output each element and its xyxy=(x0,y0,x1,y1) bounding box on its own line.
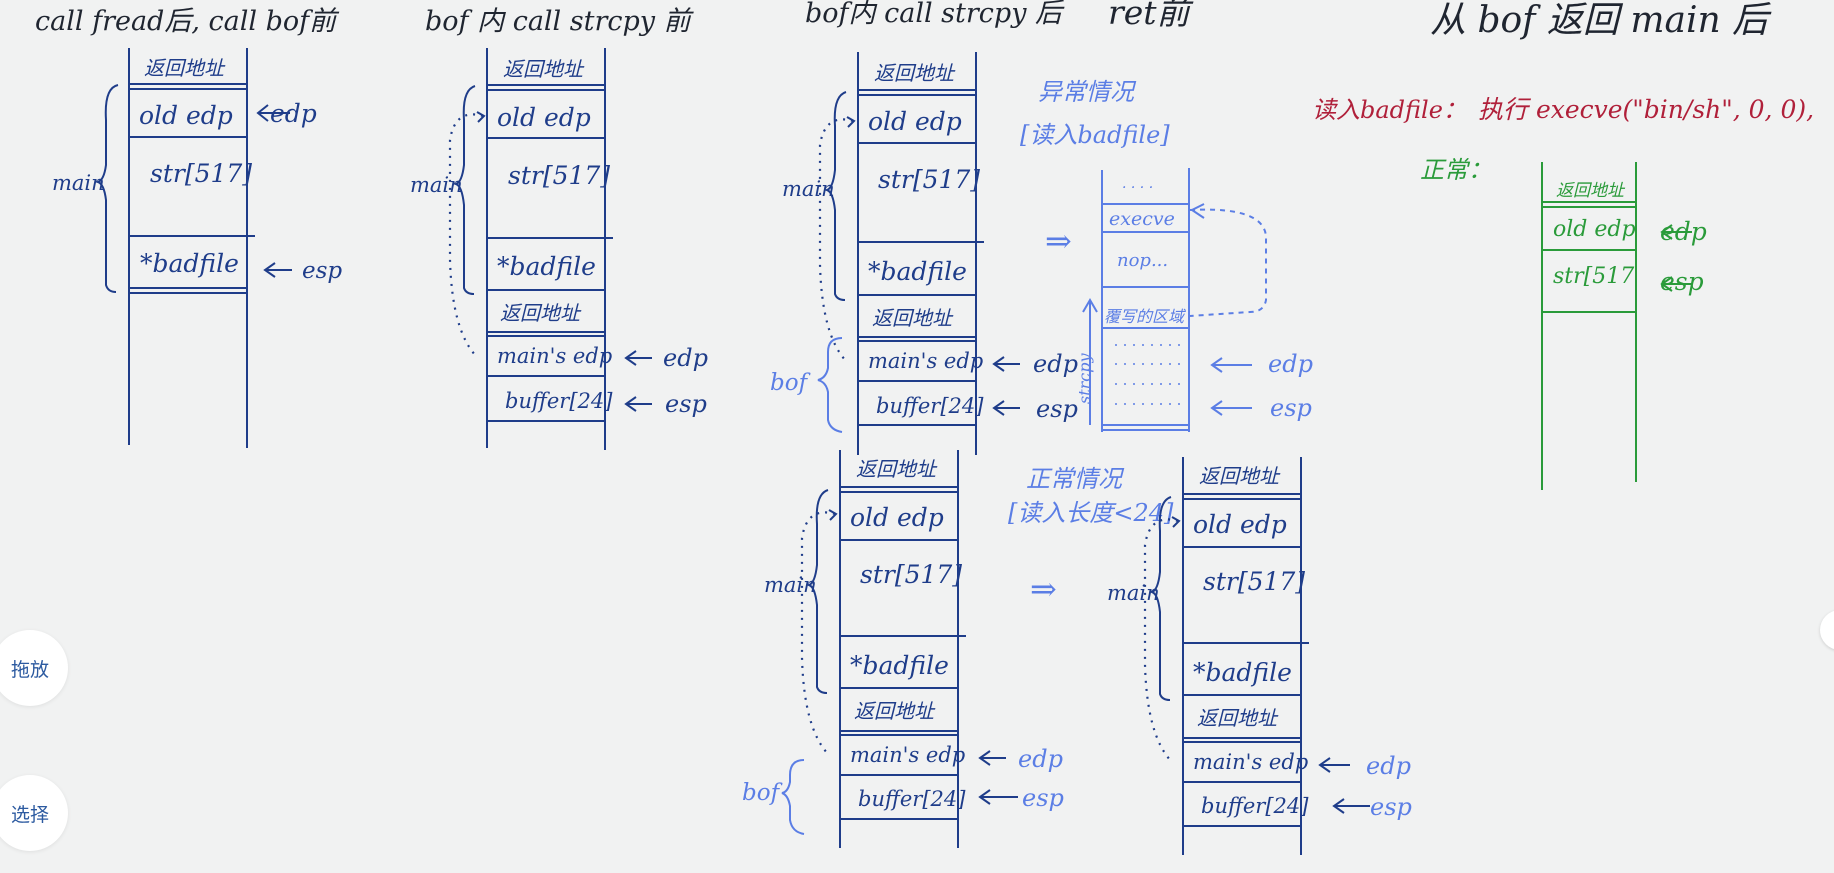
cell-ret-addr-5b: 返回地址 xyxy=(1197,706,1279,730)
note-abnormal-title: 异常情况 xyxy=(1038,78,1137,106)
cell-execve: execve xyxy=(1109,208,1175,230)
cell-old-edp-4: old edp xyxy=(850,503,944,532)
label-esp-3: esp xyxy=(1036,395,1078,423)
label-esp-abnormal: esp xyxy=(1270,394,1312,422)
cell-ret-addr-4b: 返回地址 xyxy=(854,699,936,723)
cell-badfile-3: *badfile xyxy=(868,257,967,286)
cell-buffer-5: buffer[24] xyxy=(1201,794,1309,818)
select-mode-button[interactable]: 选择 xyxy=(0,775,68,851)
label-edp-5: edp xyxy=(1366,752,1411,780)
bof-brace-4 xyxy=(781,759,805,835)
cell-overwrite-area: 覆写的区域 xyxy=(1104,307,1186,326)
bof-brace-3 xyxy=(817,337,843,433)
cell-str-3: str[517] xyxy=(878,165,980,194)
stack-5 xyxy=(1143,457,1370,855)
abnormal-dots: · · · · xyxy=(1122,180,1153,196)
cell-old-edp-3: old edp xyxy=(868,107,962,136)
cell-old-edp-1: old edp xyxy=(139,101,233,130)
cell-buffer-3: buffer[24] xyxy=(876,394,984,418)
double-arrow-abnormal: ⇒ xyxy=(1045,222,1072,260)
cell-ret-addr-5: 返回地址 xyxy=(1199,464,1281,488)
label-esp-5: esp xyxy=(1370,793,1412,821)
cell-badfile-5: *badfile xyxy=(1193,658,1292,687)
label-edp-1: edp xyxy=(270,99,317,128)
cell-ret-addr-2b: 返回地址 xyxy=(500,301,582,325)
label-esp-2: esp xyxy=(665,390,707,418)
label-edp-2: edp xyxy=(663,344,708,372)
note-normal-title: 正常情况 xyxy=(1026,465,1125,493)
stack-1 xyxy=(94,48,292,448)
cell-str-1: str[517] xyxy=(150,159,252,188)
cell-ret-addr-1: 返回地址 xyxy=(144,56,226,80)
cell-old-edp-2: old edp xyxy=(497,103,591,132)
label-main-5: main xyxy=(1107,581,1160,605)
label-main-3: main xyxy=(782,177,835,201)
cell-buffer-4: buffer[24] xyxy=(858,787,966,811)
cell-ret-addr-4: 返回地址 xyxy=(856,457,938,481)
cell-ret-addr-3: 返回地址 xyxy=(874,61,956,85)
cell-old-edp-green: old edp xyxy=(1553,217,1636,242)
cell-nop: nop... xyxy=(1117,250,1168,271)
cell-str-4: str[517] xyxy=(860,560,962,589)
note-exec-call: 执行 execve("bin/sh", 0, 0), xyxy=(1478,95,1814,124)
side-panel-handle[interactable] xyxy=(1820,610,1834,650)
label-strcpy-vertical: strcpy xyxy=(1075,353,1094,404)
abnormal-stack xyxy=(1082,168,1268,432)
label-edp-4: edp xyxy=(1018,745,1063,773)
cell-main-edp-5: main's edp xyxy=(1193,750,1308,774)
cell-badfile-4: *badfile xyxy=(850,651,949,680)
cell-main-edp-2: main's edp xyxy=(497,344,612,368)
cell-badfile-1: *badfile xyxy=(140,249,239,278)
stack-3 xyxy=(818,52,1020,455)
heading-after-strcpy: bof内 call strcpy 后 xyxy=(805,0,1065,29)
cell-main-edp-3: main's edp xyxy=(868,349,983,373)
cell-badfile-2: *badfile xyxy=(497,252,596,281)
cell-old-edp-5: old edp xyxy=(1193,510,1287,539)
cell-ret-addr-3b: 返回地址 xyxy=(872,306,954,330)
stack-2 xyxy=(448,48,652,450)
stack-4 xyxy=(800,450,1018,848)
cell-ret-addr-green: 返回地址 xyxy=(1556,181,1626,201)
green-stack xyxy=(1541,162,1692,490)
heading-call-fread: call fread后, call bof前 xyxy=(35,6,340,37)
label-main-4: main xyxy=(764,573,817,597)
label-edp-abnormal: edp xyxy=(1268,350,1313,378)
cell-str-5: str[517] xyxy=(1203,567,1305,596)
cell-ret-addr-2: 返回地址 xyxy=(503,57,585,81)
heading-before-strcpy: bof 内 call strcpy 前 xyxy=(425,6,695,37)
label-esp-1: esp xyxy=(302,258,342,284)
drag-mode-button[interactable]: 拖放 xyxy=(0,630,68,706)
cell-str-green: str[517 xyxy=(1553,264,1634,289)
label-edp-3: edp xyxy=(1033,350,1078,378)
double-arrow-normal: ⇒ xyxy=(1030,570,1057,608)
cell-buffer-2: buffer[24] xyxy=(505,389,613,413)
cell-main-edp-4: main's edp xyxy=(850,743,965,767)
heading-return-main: 从 bof 返回 main 后 xyxy=(1430,0,1772,41)
heading-before-ret: ret前 xyxy=(1108,0,1194,32)
cell-str-2: str[517] xyxy=(508,161,610,190)
note-abnormal-sub: [读入badfile] xyxy=(1020,121,1170,149)
note-normal-sub: [读入长度<24] xyxy=(1008,499,1174,527)
label-main-1: main xyxy=(52,171,105,195)
note-read-badfile: 读入badfile： xyxy=(1312,96,1467,124)
label-bof-4: bof xyxy=(742,780,783,806)
label-esp-4: esp xyxy=(1022,784,1064,812)
label-main-2: main xyxy=(410,173,463,197)
label-bof-3: bof xyxy=(770,370,811,396)
note-normal-green: 正常： xyxy=(1420,156,1492,184)
